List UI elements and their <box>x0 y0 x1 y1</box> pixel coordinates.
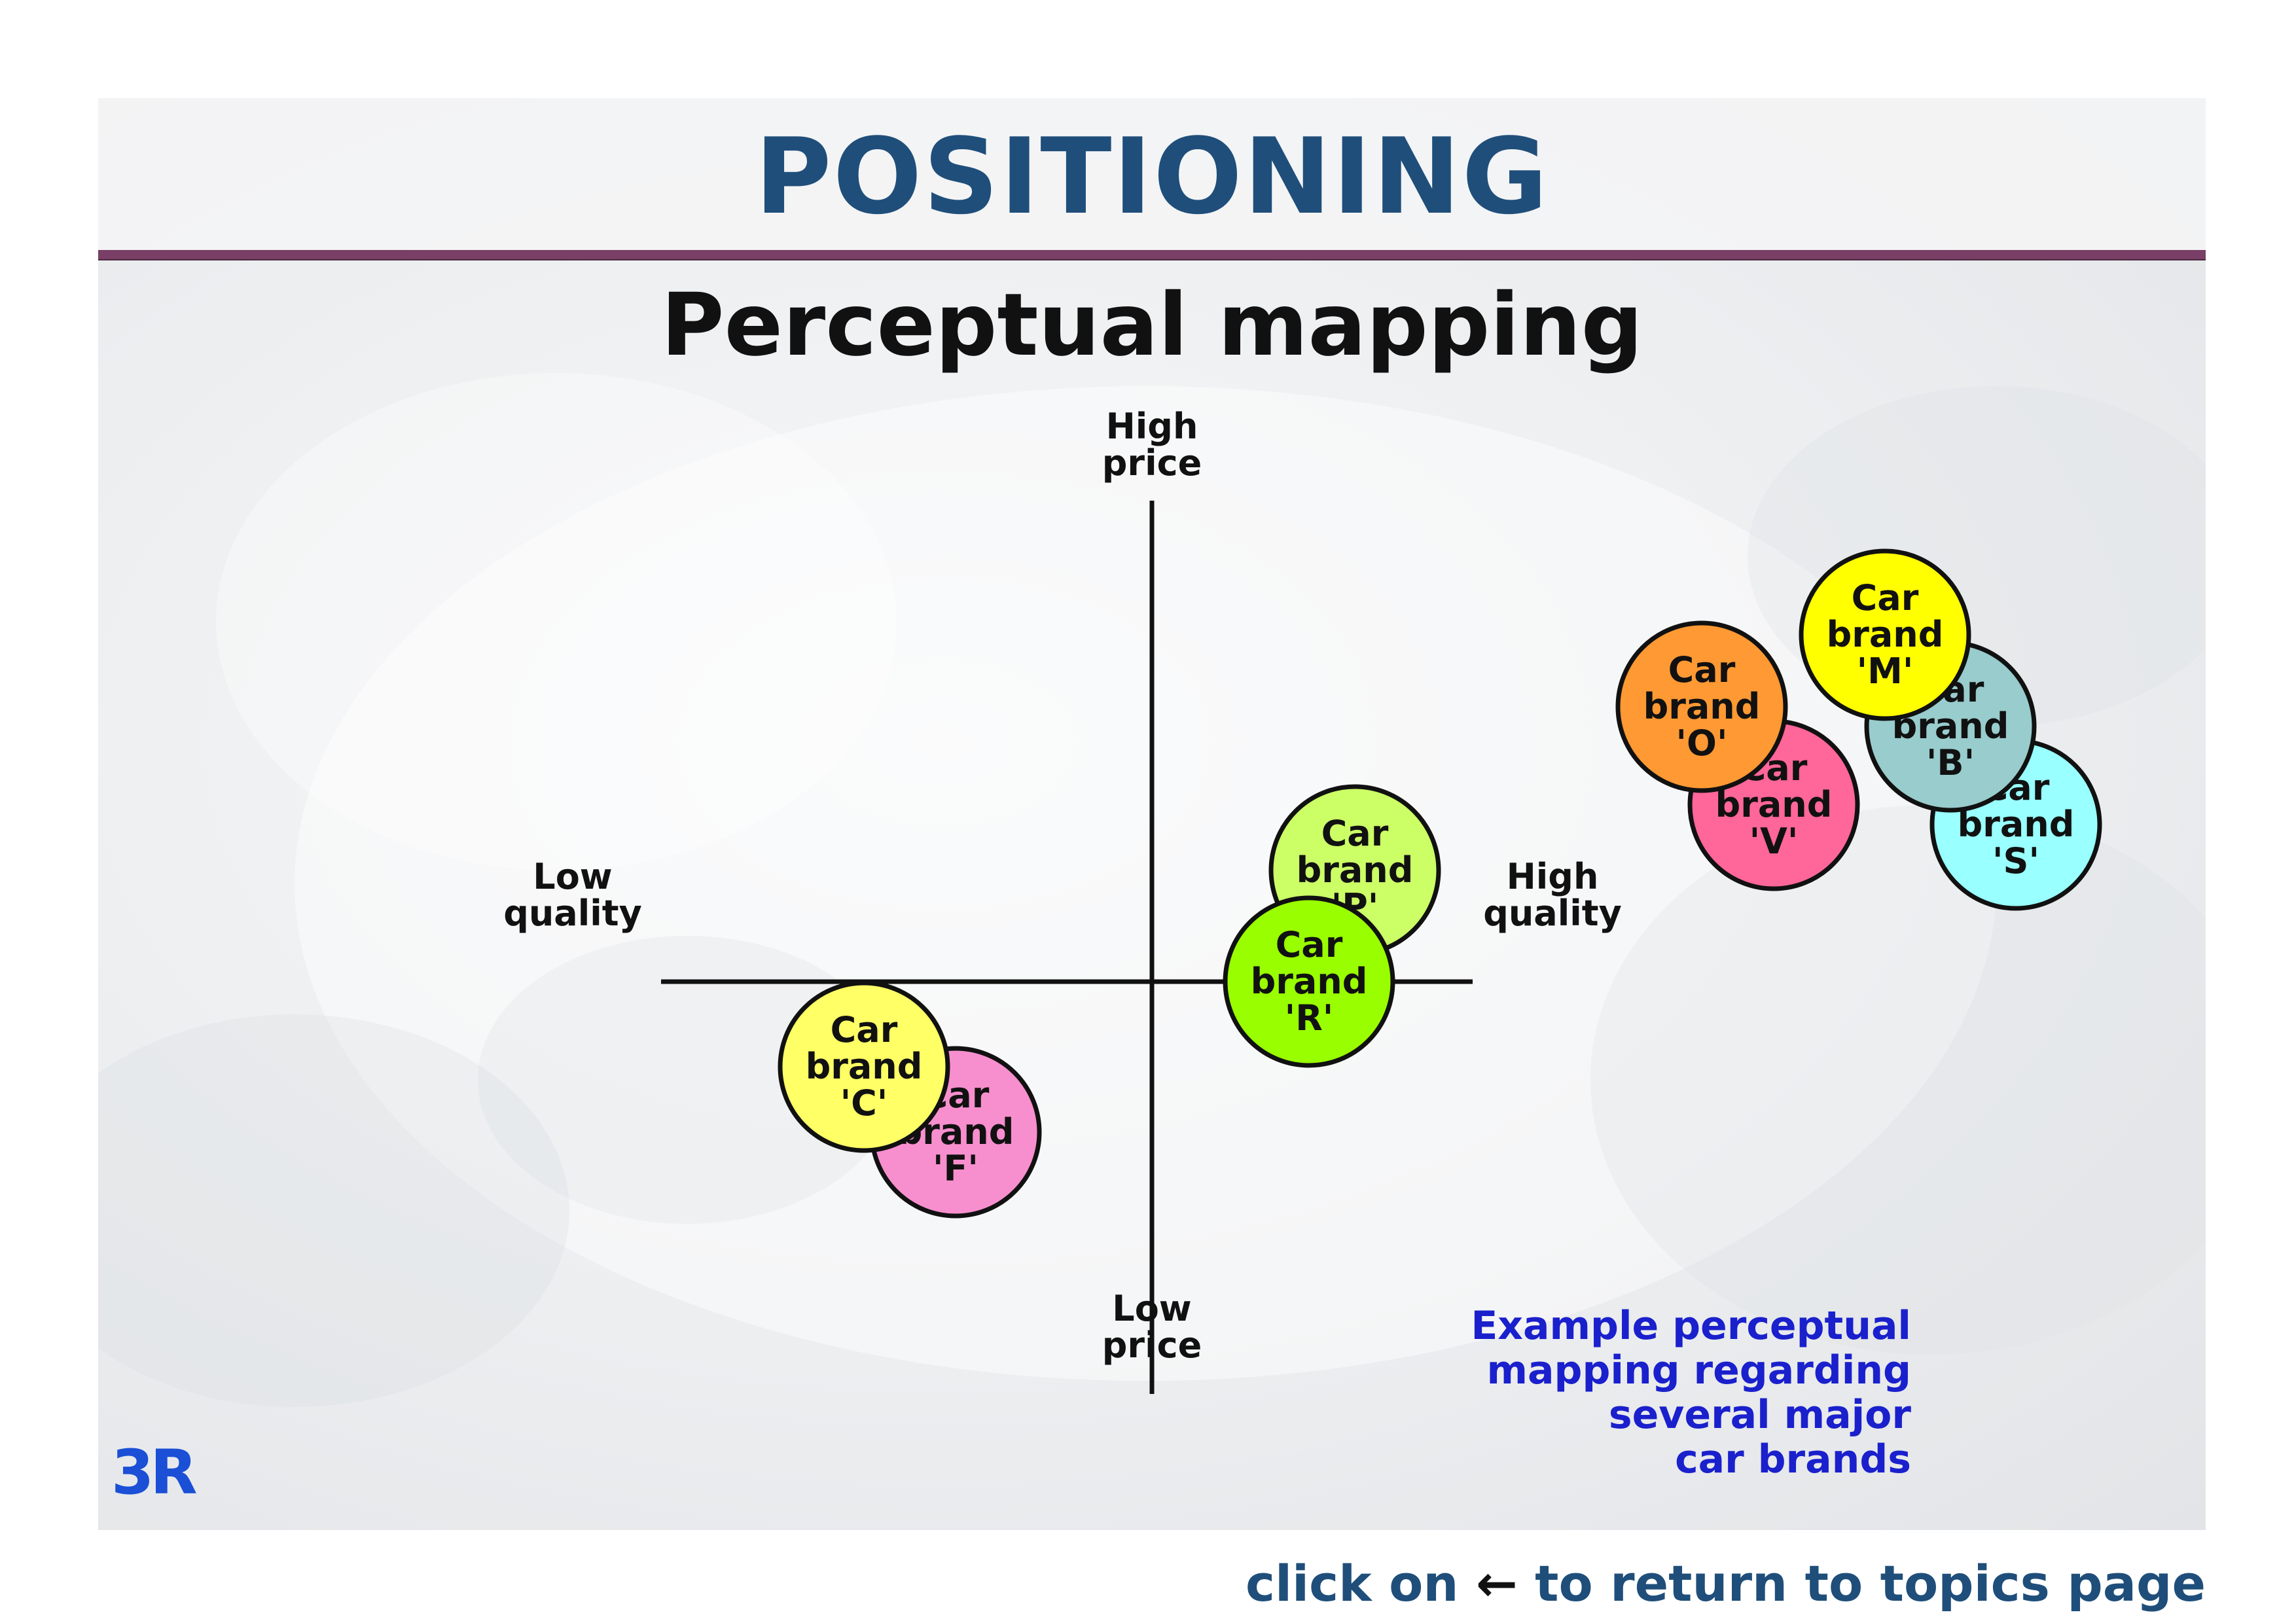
logo-3r: 3R <box>111 1437 200 1505</box>
brand-circle <box>778 980 950 1153</box>
background-watermark <box>98 373 2206 1407</box>
caption-line: several major <box>1608 1392 1911 1438</box>
brand-circle <box>1615 620 1788 793</box>
brand-label-line: brand <box>1958 804 2075 845</box>
title-band <box>98 98 2206 250</box>
brand-label-line: Car <box>831 1009 898 1050</box>
brand-label-line: Car <box>1321 813 1389 854</box>
title-divider <box>98 250 2206 260</box>
brand-label-line: 'V' <box>1749 821 1799 862</box>
brand-label-line: brand <box>806 1046 923 1087</box>
axis-label-low-price-line: Low <box>1112 1288 1191 1329</box>
brand-label-line: 'O' <box>1676 722 1728 764</box>
axis-label-low-price-line: price <box>1102 1325 1202 1366</box>
footer-link-prefix: click on <box>1245 1554 1459 1613</box>
caption-line: car brands <box>1675 1436 1911 1482</box>
brand-label-line: brand <box>1827 614 1944 655</box>
brand-label-line: 'M' <box>1857 651 1914 692</box>
brand-label-line: Car <box>1276 924 1343 965</box>
brand-label-line: 'S' <box>1992 840 2039 882</box>
diagram-caption: Example perceptual mapping regarding sev… <box>1211 1304 1911 1482</box>
caption-line: Example perceptual <box>1471 1303 1911 1349</box>
brand-label-line: 'F' <box>933 1148 978 1189</box>
brand-label-line: 'B' <box>1926 742 1975 783</box>
return-to-topics-link[interactable]: click on ← to return to topics page <box>1178 1551 2206 1616</box>
axis-label-high-price-line: High <box>1106 406 1198 447</box>
axis-label-high-quality-line: High <box>1507 856 1599 897</box>
logo-text: 3R <box>111 1437 196 1505</box>
brand-label-line: 'C' <box>840 1082 888 1124</box>
left-arrow-icon: ← <box>1475 1554 1518 1613</box>
brand-circle <box>1799 548 1971 721</box>
brand-label-line: Car <box>1668 649 1736 690</box>
axis-label-low-quality-line: Low <box>533 856 612 897</box>
caption-line: mapping regarding <box>1486 1347 1911 1393</box>
axis-label-low-quality-line: quality <box>503 893 642 934</box>
page-title: POSITIONING <box>755 115 1549 238</box>
brand-label-line: 'R' <box>1285 997 1334 1039</box>
brand-label-line: brand <box>1251 961 1368 1002</box>
axis-label-high-quality-line: quality <box>1483 893 1622 934</box>
brand-label-line: brand <box>1297 849 1414 891</box>
page-subtitle: Perceptual mapping <box>660 275 1643 376</box>
footer-link-suffix: to return to topics page <box>1535 1554 2206 1613</box>
brand-label-line: brand <box>1715 784 1833 825</box>
brand-label-line: brand <box>1643 686 1761 727</box>
brand-label-line: Car <box>1852 577 1919 618</box>
brand-circle <box>1223 895 1395 1068</box>
axis-label-high-price-line: price <box>1102 442 1202 484</box>
